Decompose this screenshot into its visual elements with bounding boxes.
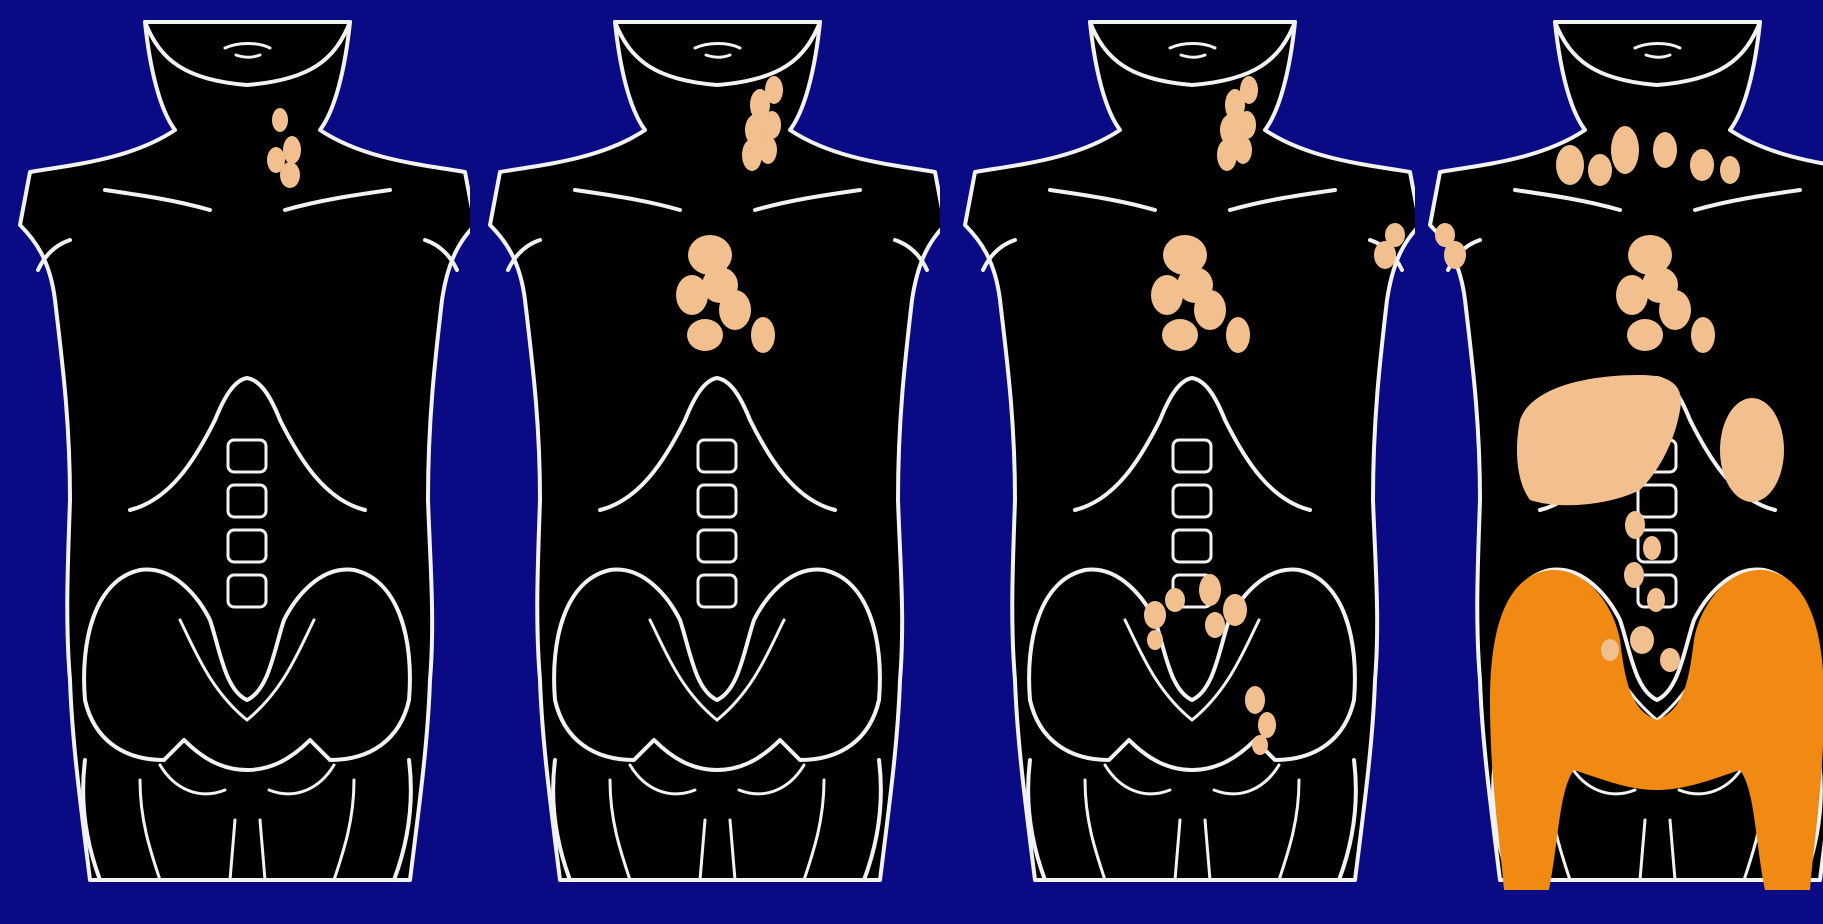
axillary-node xyxy=(1385,223,1405,247)
pelvic-node xyxy=(1205,612,1225,638)
axillary-node xyxy=(1435,223,1455,247)
figure-stage-2 xyxy=(480,0,940,924)
pelvic-node xyxy=(1147,630,1163,650)
pelvic-node xyxy=(1252,735,1268,755)
cervical-node xyxy=(283,136,301,164)
figure-stage-4 xyxy=(1420,0,1823,924)
mediastinal-node xyxy=(719,290,751,330)
mediastinal-node xyxy=(1194,290,1226,330)
mediastinal-node xyxy=(1627,319,1663,351)
figure-stage-1 xyxy=(10,0,470,924)
pelvic-node xyxy=(1258,712,1276,738)
mediastinal-node xyxy=(1162,319,1198,351)
supraclavicular-node xyxy=(1588,154,1612,186)
mediastinal-node xyxy=(1659,290,1691,330)
spleen xyxy=(1720,398,1784,502)
cervical-node xyxy=(763,111,781,139)
torso-outline xyxy=(965,22,1415,880)
para-aortic-node xyxy=(1643,536,1661,560)
para-aortic-node xyxy=(1630,626,1654,654)
para-aortic-node xyxy=(1647,588,1665,612)
cervical-node xyxy=(272,108,288,132)
cervical-node xyxy=(1240,76,1258,104)
supraclavicular-node xyxy=(1653,132,1677,168)
para-aortic-node xyxy=(1624,562,1644,588)
mediastinal-node xyxy=(687,319,723,351)
cervical-node xyxy=(1234,136,1252,164)
pelvic-node xyxy=(1165,588,1185,612)
cervical-node xyxy=(1217,139,1237,171)
pelvic-node xyxy=(1245,686,1265,714)
supraclavicular-node xyxy=(1720,156,1740,184)
figure-stage-3 xyxy=(955,0,1415,924)
supraclavicular-node xyxy=(1690,149,1714,181)
para-aortic-node xyxy=(1625,511,1645,539)
supraclavicular-node xyxy=(1556,145,1584,185)
cervical-node xyxy=(759,136,777,164)
mediastinal-node xyxy=(751,317,775,353)
pelvic-node xyxy=(1199,574,1221,606)
torso-outline xyxy=(20,22,470,880)
mediastinal-node xyxy=(1691,317,1715,353)
torso-outline xyxy=(490,22,940,880)
mediastinal-node xyxy=(1226,317,1250,353)
pelvic-node xyxy=(1223,594,1247,626)
para-aortic-node xyxy=(1601,639,1619,661)
para-aortic-node xyxy=(1660,648,1680,672)
pelvic-node xyxy=(1144,601,1166,629)
cervical-node xyxy=(1238,111,1256,139)
cervical-node xyxy=(280,162,300,188)
supraclavicular-node xyxy=(1611,126,1639,174)
cervical-node xyxy=(742,139,762,171)
cervical-node xyxy=(765,76,783,104)
